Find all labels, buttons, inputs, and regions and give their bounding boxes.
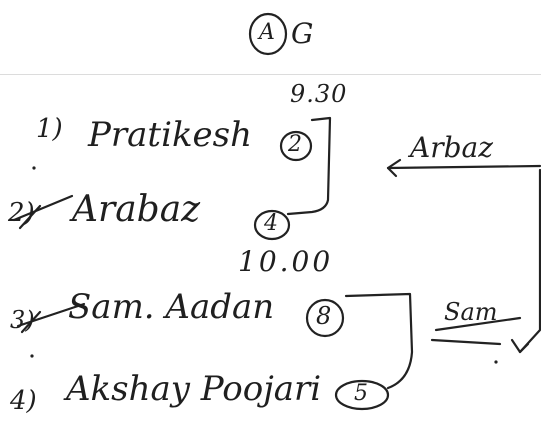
entry-1-index: 1)	[36, 114, 63, 144]
header-group-letter: G	[291, 17, 314, 50]
entry-3-index: 3)	[10, 306, 35, 334]
strike-entry-2	[12, 194, 74, 222]
entry-3-number: 8	[316, 302, 332, 330]
entry-3-name: Sam. Aadan	[68, 287, 275, 327]
sam-strike	[430, 338, 502, 346]
ruled-line	[0, 74, 541, 75]
entry-1-number: 2	[288, 132, 302, 157]
strike-entry-2b	[18, 204, 42, 230]
entry-2-number: 4	[264, 211, 278, 236]
entry-4-index: 4)	[10, 386, 37, 416]
entry-1-name: Pratikesh	[88, 115, 253, 155]
strike-entry-3b	[20, 310, 42, 334]
arbaz-arrow-head	[386, 158, 402, 178]
header-letter-circle	[248, 12, 288, 56]
entry-2-index: 2)	[8, 198, 35, 228]
header-circled-letter: A	[259, 20, 275, 45]
arbaz-arrow-line	[386, 164, 541, 170]
bracket-slot-1	[286, 116, 332, 216]
right-connector-head	[510, 338, 530, 354]
slot-2-time: 10.00	[238, 245, 334, 278]
bracket-slot-2	[344, 292, 414, 390]
entry-4-number: 5	[354, 381, 368, 406]
slot-1-time: 9.30	[290, 80, 348, 108]
circle-number-1	[279, 130, 313, 162]
right-connector	[518, 168, 541, 354]
circle-number-2	[253, 209, 291, 241]
circle-number-4	[334, 379, 390, 411]
circle-number-3	[305, 298, 345, 338]
entry-4-name: Akshay Poojari	[66, 369, 322, 409]
slot-1-side-note: Arbaz	[410, 131, 493, 164]
strike-entry-3	[16, 302, 86, 328]
slot-2-side-note: Sam	[444, 298, 498, 326]
sam-underline	[434, 316, 522, 332]
entry-2-name: Arabaz	[72, 189, 201, 230]
